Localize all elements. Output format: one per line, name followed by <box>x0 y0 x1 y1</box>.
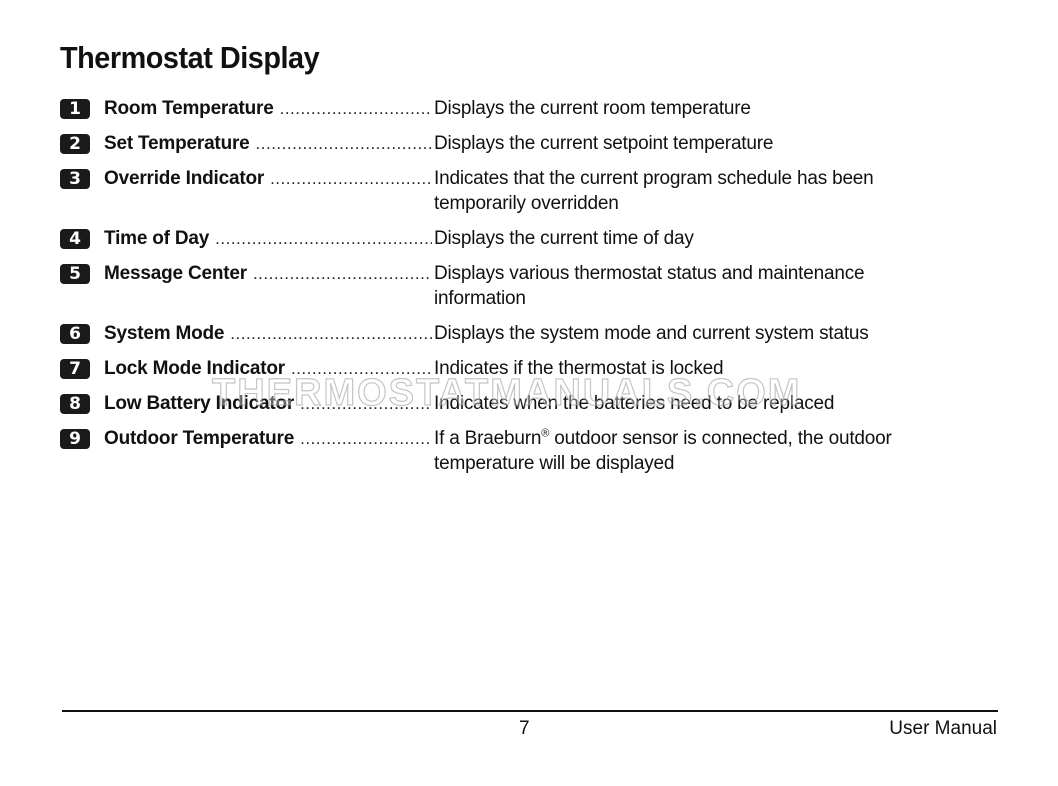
item-term: Message Center <box>104 263 247 284</box>
dot-leader: ........................................… <box>230 324 432 343</box>
item-number-badge: 5 <box>60 264 90 284</box>
page-number: 7 <box>519 718 530 739</box>
footer-label: User Manual <box>889 718 997 739</box>
item-description: Displays the current time of day <box>434 228 694 249</box>
dot-leader: ........................................… <box>252 264 432 283</box>
item-term-row: Outdoor Temperature ....................… <box>104 426 432 452</box>
list-item: 3 Override Indicator ...................… <box>60 166 960 226</box>
dot-leader: ........................................… <box>255 134 432 153</box>
list-item: 1 Room Temperature .....................… <box>60 96 960 131</box>
list-item: 4 Time of Day ..........................… <box>60 226 960 261</box>
dot-leader: ........................................… <box>270 169 432 188</box>
list-item: 9 Outdoor Temperature ..................… <box>60 426 960 486</box>
item-description: If a Braeburn® outdoor sensor is connect… <box>434 426 904 476</box>
list-item: 7 Lock Mode Indicator ..................… <box>60 356 960 391</box>
item-description: Indicates that the current program sched… <box>434 168 874 214</box>
dot-leader: ........................................… <box>300 429 432 448</box>
dot-leader: ........................................… <box>215 229 432 248</box>
item-term: Override Indicator <box>104 168 265 189</box>
registered-mark: ® <box>541 427 550 440</box>
item-term-row: Set Temperature ........................… <box>104 131 432 157</box>
display-items-list: 1 Room Temperature .....................… <box>60 96 960 486</box>
item-term: Low Battery Indicator <box>104 393 295 414</box>
item-description: Displays the current room temperature <box>434 98 751 119</box>
item-term: Outdoor Temperature <box>104 428 295 449</box>
item-number-badge: 3 <box>60 169 90 189</box>
list-item: 5 Message Center .......................… <box>60 261 960 321</box>
item-number-badge: 2 <box>60 134 90 154</box>
item-term: Set Temperature <box>104 133 250 154</box>
list-item: 8 Low Battery Indicator ................… <box>60 391 960 426</box>
list-item: 2 Set Temperature ......................… <box>60 131 960 166</box>
dot-leader: ........................................… <box>290 359 432 378</box>
item-term: Time of Day <box>104 228 210 249</box>
footer-divider <box>62 710 998 712</box>
item-description: Displays various thermostat status and m… <box>434 263 865 309</box>
item-term-row: System Mode ............................… <box>104 321 432 347</box>
item-term: System Mode <box>104 323 225 344</box>
dot-leader: ........................................… <box>279 99 432 118</box>
item-description-start: If a Braeburn <box>434 428 542 449</box>
item-number-badge: 9 <box>60 429 90 449</box>
item-description-end: outdoor sensor is connected, the outdoor… <box>434 428 892 474</box>
item-term-row: Low Battery Indicator ..................… <box>104 391 432 417</box>
item-term-row: Time of Day ............................… <box>104 226 432 252</box>
item-term-row: Message Center .........................… <box>104 261 432 287</box>
item-term-row: Room Temperature .......................… <box>104 96 432 122</box>
item-term-row: Override Indicator .....................… <box>104 166 432 192</box>
page-title: Thermostat Display <box>60 40 320 75</box>
dot-leader: ........................................… <box>300 394 432 413</box>
item-number-badge: 1 <box>60 99 90 119</box>
item-term-row: Lock Mode Indicator ....................… <box>104 356 432 382</box>
item-number-badge: 4 <box>60 229 90 249</box>
item-term: Lock Mode Indicator <box>104 358 285 379</box>
item-number-badge: 7 <box>60 359 90 379</box>
list-item: 6 System Mode ..........................… <box>60 321 960 356</box>
item-description: Indicates if the thermostat is locked <box>434 358 724 379</box>
item-number-badge: 6 <box>60 324 90 344</box>
item-description: Indicates when the batteries need to be … <box>434 393 835 414</box>
item-description: Displays the current setpoint temperatur… <box>434 133 774 154</box>
item-term: Room Temperature <box>104 98 274 119</box>
item-number-badge: 8 <box>60 394 90 414</box>
item-description: Displays the system mode and current sys… <box>434 323 869 344</box>
